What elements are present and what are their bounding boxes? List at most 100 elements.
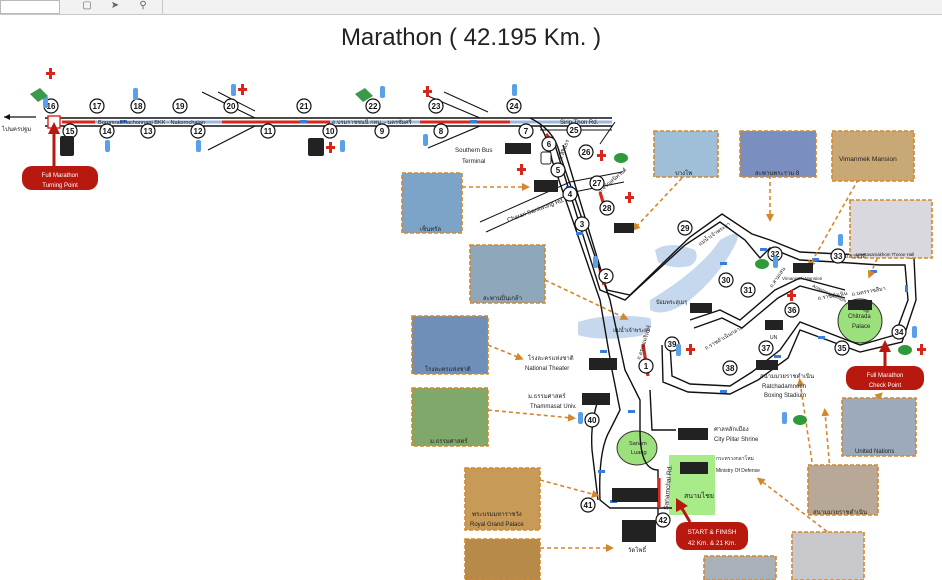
page-number-field[interactable] — [0, 0, 60, 14]
km-marker-label: 23 — [432, 102, 441, 111]
km-marker-label: 16 — [47, 102, 56, 111]
km-marker-17 — [89, 98, 105, 114]
km-marker-29 — [677, 220, 693, 236]
km-marker-33 — [830, 248, 846, 264]
photo-caption-vimanmek: Vimanmek Mansion — [839, 156, 897, 163]
sponge-icon — [355, 88, 373, 102]
ratchadamnoen-th-label: สนามมวยราชดำเนิน — [760, 373, 814, 380]
city-pillar-th-label: ศาลหลักเมือง — [714, 425, 749, 433]
toilet-icon-3 — [540, 151, 552, 165]
photo-pinklao-bridge — [469, 244, 546, 304]
wang-lang-label: ป้อมพระสุเมรุ — [656, 299, 687, 306]
km-marker-41 — [580, 497, 596, 513]
national-theater-th-label: โรงละครแห่งชาติ — [528, 354, 574, 362]
km-marker-label: 40 — [588, 416, 597, 425]
start-finish-badge — [676, 522, 748, 550]
ratchadamnoen-label-2: Boxing Stadium — [764, 393, 806, 399]
bus-terminal-building — [505, 143, 531, 154]
water-station-icons — [43, 84, 917, 424]
km-marker-label: 3 — [580, 220, 585, 229]
km-marker-3 — [574, 216, 590, 232]
km-marker-label: 11 — [264, 127, 273, 136]
photo-bottom-2 — [791, 531, 865, 580]
km-marker-34 — [891, 324, 907, 340]
sanam-luang-label-2: Luang — [631, 450, 647, 456]
photo-ratchadamnoen — [807, 464, 879, 516]
ministry-th-label: กระทรวงกลาโหม — [716, 455, 754, 462]
km-marker-label: 14 — [103, 127, 112, 136]
photo-caption-royal-palace: Royal Grand Palace — [470, 522, 524, 528]
thammasat-th-label: ม.ธรรมศาสตร์ — [528, 392, 566, 400]
photo-rama8 — [739, 130, 817, 178]
watermelon-icon — [755, 259, 769, 269]
landmark-buildings — [60, 136, 872, 542]
km-marker-label: 38 — [726, 364, 735, 373]
first-aid-icons — [46, 68, 926, 355]
sponge-icon — [30, 88, 48, 102]
photo-vimanmek — [831, 130, 915, 182]
wat-pho-label: วัดโพธิ์ — [628, 545, 647, 554]
km-marker-1 — [638, 358, 654, 374]
km-marker-label: 19 — [176, 102, 185, 111]
river-shape-north — [655, 245, 697, 268]
km-marker-label: 12 — [194, 127, 203, 136]
km-marker-38 — [722, 360, 738, 376]
km-marker-label: 31 — [744, 286, 753, 295]
palace-skyline — [612, 488, 658, 502]
photo-caption-ratchadamnoen: สนามมวยราชดำเนิน — [813, 509, 867, 516]
pinklao-building — [690, 303, 712, 313]
vimanmek-building — [793, 263, 813, 273]
city-pillar-building — [678, 428, 708, 440]
send-icon[interactable]: ➤ — [110, 0, 120, 11]
km-marker-label: 26 — [582, 148, 591, 157]
km-marker-label: 13 — [144, 127, 153, 136]
photo-caption-un: United Nations — [855, 449, 894, 455]
watermelon-icon — [898, 345, 912, 355]
km-marker-18 — [130, 98, 146, 114]
photo-bang-pho — [653, 130, 719, 178]
photo-thammasat — [411, 387, 489, 447]
ratchawithi-label: ถ.ราชวิถี — [845, 253, 866, 260]
photo-caption-bang-pho: บางโพ — [675, 169, 692, 177]
km-marker-label: 27 — [593, 179, 602, 188]
photo-central — [401, 172, 463, 234]
km-marker-2 — [598, 268, 614, 284]
km-marker-8 — [433, 123, 449, 139]
wat-pho-skyline — [622, 520, 656, 542]
toilet-icon-2 — [308, 138, 324, 156]
km-marker-12 — [190, 123, 206, 139]
km-marker-10 — [322, 123, 338, 139]
km-marker-label: 7 — [524, 127, 529, 136]
thammasat-building — [582, 393, 610, 405]
un-label: UN — [770, 335, 778, 341]
river-layer — [578, 233, 738, 339]
red-badges — [22, 122, 924, 550]
km-marker-24 — [506, 98, 522, 114]
sanamchai-th-label: สนามไชย — [684, 491, 714, 500]
km-marker-9 — [374, 123, 390, 139]
photo-national-theater — [411, 315, 489, 375]
km-marker-label: 21 — [300, 102, 309, 111]
km-marker-5 — [550, 162, 566, 178]
page-icon[interactable]: ▢ — [82, 0, 92, 11]
km-marker-25 — [566, 122, 582, 138]
to-nakhon-pathom-label: ไปนครปฐม — [1, 125, 31, 133]
km-marker-label: 28 — [603, 204, 612, 213]
search-icon[interactable]: ⚲ — [139, 0, 147, 11]
photo-royal-palace — [464, 467, 541, 531]
km-marker-label: 10 — [326, 127, 335, 136]
km-marker-label: 1 — [644, 362, 649, 371]
ratchadamnoen-klang-label: ถ.ราชดำเนินกลาง — [704, 324, 744, 351]
km-marker-31 — [740, 282, 756, 298]
km-marker-26 — [578, 144, 594, 160]
start-finish-line1: START & FINISH — [687, 529, 736, 536]
viewer-toolbar: ▢ ➤ ⚲ — [0, 0, 942, 15]
un-building — [765, 320, 783, 330]
km-marker-label: 2 — [604, 272, 609, 281]
turning-point-badge — [22, 166, 98, 190]
km-marker-19 — [172, 98, 188, 114]
vimanmek-map-label: Vimanmek Mansion — [782, 276, 823, 281]
watermelon-icon — [614, 153, 628, 163]
